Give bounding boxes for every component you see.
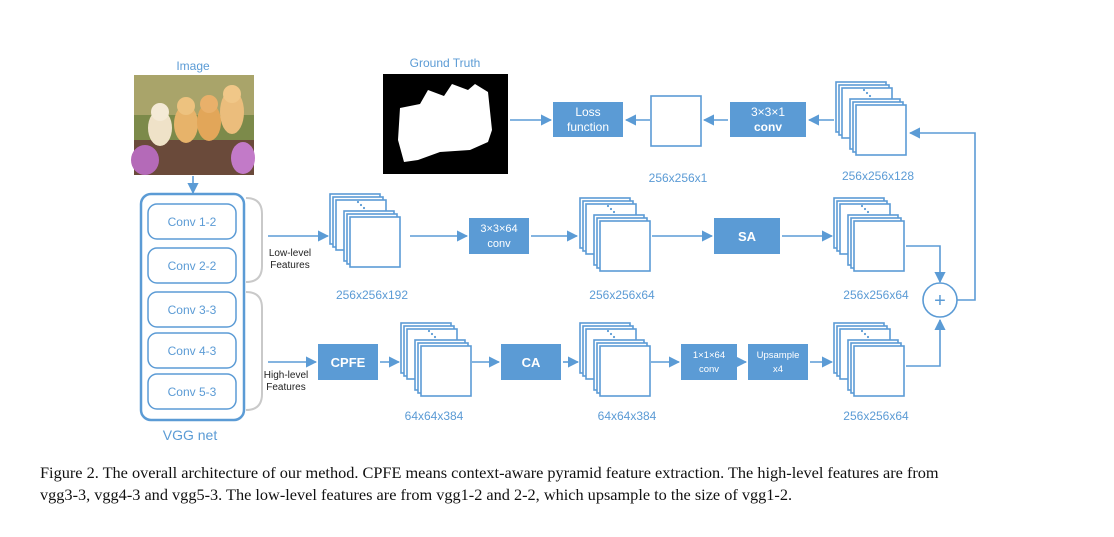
conv-top-label-1: 3×3×1 — [751, 105, 785, 119]
upsampled-feature-stack — [833, 322, 905, 397]
low-level-brace — [245, 197, 263, 283]
vgg-layer-label: Conv 4-3 — [168, 344, 217, 358]
vgg-layer-conv5-3: Conv 5-3 — [147, 373, 237, 410]
vgg-net-label: VGG net — [163, 427, 218, 443]
vgg-layer-label: Conv 1-2 — [168, 215, 217, 229]
up-to-plus-arrow — [906, 318, 946, 367]
conv-top-label-2: conv — [754, 120, 782, 134]
ground-truth-label: Ground Truth — [410, 56, 481, 70]
loss-label-1: Loss — [575, 105, 600, 119]
upsample-label-1: Upsample — [757, 350, 800, 361]
low-level-feature-stack — [329, 193, 401, 268]
upsample-block: Upsample x4 — [748, 344, 808, 380]
sa-label: SA — [738, 229, 757, 244]
conv-mid-label-2: conv — [487, 238, 511, 250]
caption-line-1: Figure 2. The overall architecture of ou… — [40, 463, 939, 482]
plus-symbol: + — [934, 290, 946, 312]
dim-mid-conv: 256x256x64 — [589, 288, 655, 302]
cpfe-feature-stack — [400, 322, 472, 397]
vgg-layer-conv4-3: Conv 4-3 — [147, 332, 237, 369]
loss-label-2: function — [567, 120, 609, 134]
sa-feature-stack — [833, 197, 905, 272]
sa-block: SA — [714, 218, 780, 254]
high-level-label-1: High-level — [264, 370, 308, 381]
dim-top-out: 256x256x128 — [842, 169, 914, 183]
dim-mid-in: 256x256x192 — [336, 288, 408, 302]
cpfe-block: CPFE — [318, 344, 378, 380]
fused-feature-stack — [835, 81, 907, 156]
input-image-kittens — [131, 75, 255, 175]
dim-mid-sa: 256x256x64 — [843, 288, 909, 302]
loss-function-block: Loss function — [553, 102, 623, 137]
add-node: + — [922, 282, 958, 318]
low-level-label-2: Features — [270, 260, 309, 271]
vgg-layer-label: Conv 3-3 — [168, 303, 217, 317]
saliency-map — [650, 95, 702, 147]
plus-to-top-arrow — [908, 127, 976, 301]
dim-low-ca: 64x64x384 — [598, 409, 657, 423]
low-level-label-1: Low-level — [269, 248, 311, 259]
vgg-layer-label: Conv 2-2 — [168, 259, 217, 273]
conv-3x3x64-block: 3×3×64 conv — [469, 218, 529, 254]
ca-label: CA — [522, 355, 541, 370]
conv-low-label-1: 1×1×64 — [693, 350, 725, 361]
caption-line-2: vgg3-3, vgg4-3 and vgg5-3. The low-level… — [40, 485, 793, 504]
conv-3x3x1-block: 3×3×1 conv — [730, 102, 806, 137]
vgg-layer-conv3-3: Conv 3-3 — [147, 291, 237, 328]
dim-low-up: 256x256x64 — [843, 409, 909, 423]
vgg-layer-label: Conv 5-3 — [168, 385, 217, 399]
image-label: Image — [176, 59, 210, 73]
high-level-label-2: Features — [266, 382, 305, 393]
ca-block: CA — [501, 344, 561, 380]
dim-low-cpfe: 64x64x384 — [405, 409, 464, 423]
upsample-label-2: x4 — [773, 364, 783, 375]
ground-truth-mask — [383, 74, 508, 174]
architecture-diagram: Image Conv 1-2 Conv 2-2 Conv 3-3 Conv 4-… — [131, 56, 976, 443]
cpfe-label: CPFE — [331, 355, 366, 370]
vgg-layer-conv2-2: Conv 2-2 — [147, 247, 237, 284]
dim-top-map: 256x256x1 — [649, 171, 708, 185]
conv-feature-stack — [579, 197, 651, 272]
ca-feature-stack — [579, 322, 651, 397]
figure-caption: Figure 2. The overall architecture of ou… — [40, 462, 1090, 506]
sa-to-plus-arrow — [906, 245, 946, 284]
vgg-layer-conv1-2: Conv 1-2 — [147, 203, 237, 240]
conv-mid-label-1: 3×3×64 — [480, 223, 517, 235]
conv-1x1x64-block: 1×1×64 conv — [681, 344, 737, 380]
conv-low-label-2: conv — [699, 364, 719, 375]
high-level-brace — [245, 291, 263, 411]
